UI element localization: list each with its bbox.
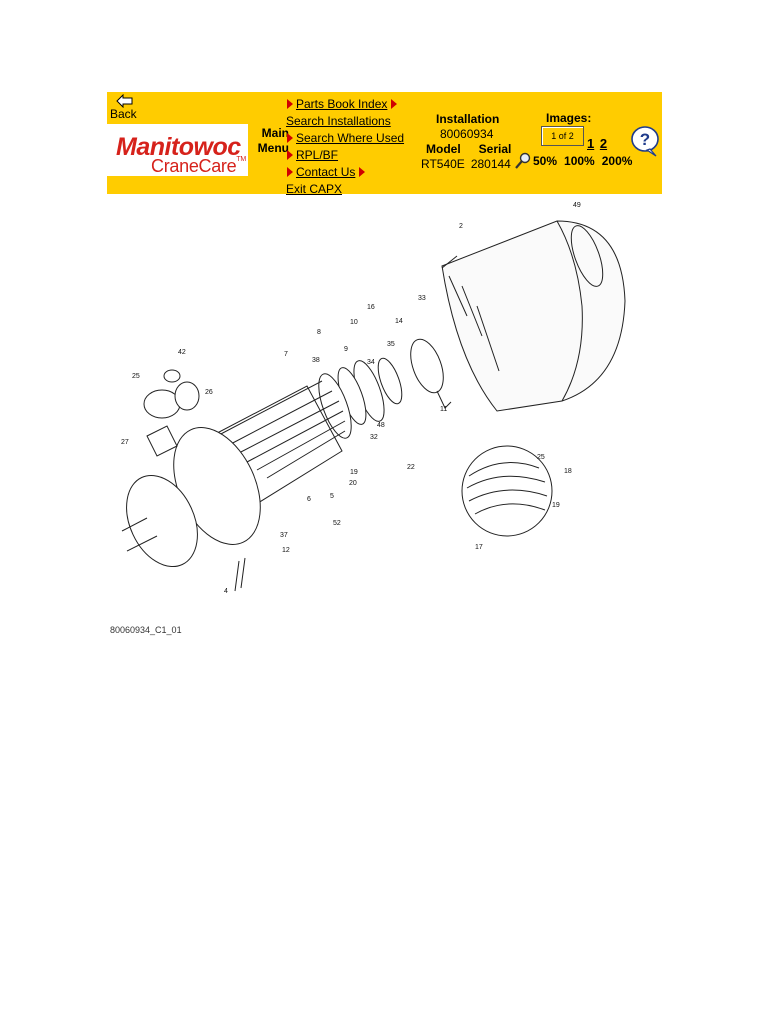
svg-text:9: 9: [344, 346, 348, 353]
svg-text:26: 26: [205, 389, 213, 396]
model-label: Model: [426, 142, 461, 156]
svg-text:12: 12: [282, 547, 290, 554]
search-where-used-link[interactable]: Search Where Used: [296, 130, 405, 145]
svg-text:?: ?: [640, 130, 650, 149]
svg-text:2: 2: [459, 223, 463, 230]
parts-book-index-link[interactable]: Parts Book Index: [296, 96, 388, 111]
svg-text:7: 7: [284, 351, 288, 358]
svg-text:34: 34: [367, 359, 375, 366]
arrow-right-icon: [359, 166, 366, 177]
svg-text:42: 42: [178, 349, 186, 356]
diagram-caption: 80060934_C1_01: [110, 625, 182, 635]
serial-value: 280144: [470, 157, 511, 171]
back-button[interactable]: Back: [109, 94, 149, 121]
logo-sub: CraneCareTM: [151, 156, 246, 176]
zoom-50-button[interactable]: 50%: [533, 154, 558, 168]
rpl-bf-link[interactable]: RPL/BF: [296, 147, 339, 162]
back-label: Back: [110, 107, 137, 121]
arrow-right-icon: [287, 98, 293, 109]
menu-links: Parts Book Index Search Installations Se…: [286, 95, 404, 197]
plate-part: [410, 338, 444, 394]
svg-text:19: 19: [552, 502, 560, 509]
svg-text:35: 35: [387, 341, 395, 348]
svg-text:25: 25: [537, 454, 545, 461]
arrow-right-icon: [391, 98, 398, 109]
image-page-1-link[interactable]: 1: [587, 136, 595, 151]
detail-view: [461, 445, 553, 537]
svg-text:4: 4: [224, 588, 228, 595]
zoom-200-button[interactable]: 200%: [601, 154, 633, 168]
images-panel: Images: 1 of 2 1 2 50% 100% 200%: [515, 111, 632, 169]
images-label: Images:: [546, 111, 592, 125]
installation-info: Installation 80060934 Model Serial RT540…: [419, 112, 511, 172]
back-arrow-icon: [116, 94, 133, 108]
installation-number: 80060934: [440, 127, 494, 141]
zoom-controls: 50% 100% 200%: [514, 152, 639, 170]
svg-text:19: 19: [350, 469, 358, 476]
serial-label: Serial: [478, 142, 512, 156]
exit-capx-link[interactable]: Exit CAPX: [286, 181, 343, 196]
svg-text:16: 16: [367, 304, 375, 311]
arrow-right-icon: [287, 166, 293, 177]
contact-us-link[interactable]: Contact Us: [296, 164, 356, 179]
svg-text:52: 52: [333, 520, 341, 527]
svg-text:25: 25: [132, 373, 140, 380]
svg-text:5: 5: [330, 493, 334, 500]
search-installations-link[interactable]: Search Installations: [286, 113, 391, 128]
svg-text:48: 48: [377, 422, 385, 429]
magnifier-icon: [515, 152, 531, 169]
svg-text:17: 17: [475, 544, 483, 551]
svg-text:49: 49: [573, 202, 581, 209]
svg-text:10: 10: [350, 319, 358, 326]
image-page-select[interactable]: 1 of 2: [541, 126, 584, 146]
zoom-100-button[interactable]: 100%: [564, 154, 595, 168]
svg-text:18: 18: [564, 468, 572, 475]
svg-text:27: 27: [121, 439, 129, 446]
svg-text:11: 11: [440, 406, 447, 413]
image-page-links: 1 2: [587, 136, 609, 151]
main-menu-label: Main Menu: [257, 126, 289, 155]
help-icon[interactable]: ?: [630, 125, 660, 157]
svg-text:38: 38: [312, 357, 320, 364]
svg-text:22: 22: [407, 464, 415, 471]
svg-text:33: 33: [418, 295, 426, 302]
arrow-right-icon: [287, 149, 293, 160]
logo-brand: Manitowoc: [116, 133, 241, 161]
svg-text:8: 8: [317, 329, 321, 336]
model-value: RT540E: [421, 157, 465, 171]
svg-text:6: 6: [307, 496, 311, 503]
svg-text:37: 37: [280, 532, 288, 539]
svg-text:32: 32: [370, 434, 378, 441]
svg-text:14: 14: [395, 318, 403, 325]
image-page-2-link[interactable]: 2: [599, 136, 608, 151]
installation-label: Installation: [436, 112, 500, 126]
svg-text:20: 20: [349, 480, 357, 487]
manitowoc-cranecare-logo: Manitowoc CraneCareTM: [107, 124, 248, 176]
arrow-right-icon: [287, 132, 293, 143]
toolbar: Back Manitowoc CraneCareTM Main Menu Par…: [107, 92, 662, 197]
